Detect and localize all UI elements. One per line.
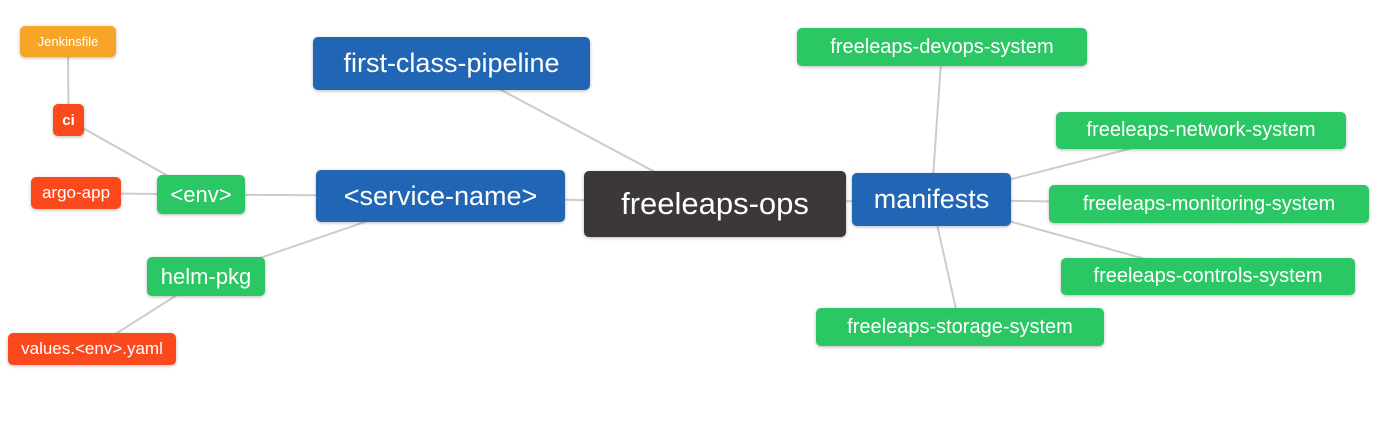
- node-label: values.<env>.yaml: [21, 339, 163, 358]
- node-label: helm-pkg: [160, 263, 252, 289]
- node-label: freeleaps-storage-system: [847, 315, 1073, 338]
- node-label: argo-app: [41, 183, 111, 202]
- node-label: <service-name>: [343, 180, 538, 211]
- node-helm-pkg[interactable]: helm-pkg: [147, 257, 265, 296]
- node-label: freeleaps-network-system: [1086, 119, 1316, 141]
- node-manifests[interactable]: manifests: [852, 173, 1011, 226]
- node-label: freeleaps-monitoring-system: [1082, 192, 1336, 215]
- node-freeleaps-monitoring-system[interactable]: freeleaps-monitoring-system: [1049, 185, 1369, 223]
- node-label: freeleaps-devops-system: [830, 35, 1054, 58]
- node-label: freeleaps-controls-system: [1093, 265, 1323, 287]
- node-values-env-yaml[interactable]: values.<env>.yaml: [8, 333, 176, 365]
- node-label: Jenkinsfile: [37, 34, 99, 49]
- node-freeleaps-controls-system[interactable]: freeleaps-controls-system: [1061, 258, 1355, 295]
- node-service-name[interactable]: <service-name>: [316, 170, 565, 222]
- node-jenkinsfile[interactable]: Jenkinsfile: [20, 26, 116, 57]
- node-label: first-class-pipeline: [343, 48, 560, 78]
- node-label: freeleaps-ops: [621, 186, 809, 221]
- node-freeleaps-ops[interactable]: freeleaps-ops: [584, 171, 846, 237]
- node-label: manifests: [873, 184, 990, 214]
- node-first-class-pipeline[interactable]: first-class-pipeline: [313, 37, 590, 90]
- node-env[interactable]: <env>: [157, 175, 245, 214]
- node-ci[interactable]: ci: [53, 104, 84, 136]
- node-freeleaps-devops-system[interactable]: freeleaps-devops-system: [797, 28, 1087, 66]
- node-label: <env>: [170, 181, 232, 207]
- node-freeleaps-storage-system[interactable]: freeleaps-storage-system: [816, 308, 1104, 346]
- node-label: ci: [62, 111, 75, 129]
- node-freeleaps-network-system[interactable]: freeleaps-network-system: [1056, 112, 1346, 149]
- node-argo-app[interactable]: argo-app: [31, 177, 121, 209]
